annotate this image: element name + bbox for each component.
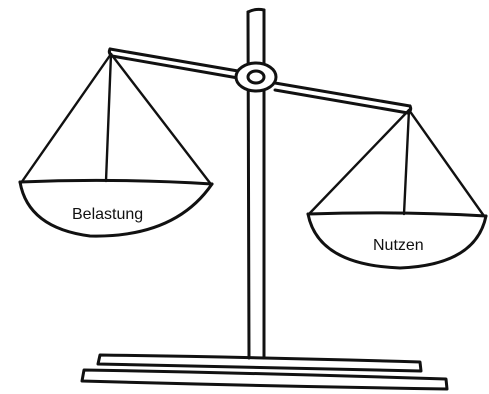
pivot-joint [236, 63, 276, 91]
left-pan-label: Belastung [72, 206, 143, 223]
scale-base [82, 355, 447, 389]
right-pan-label: Nutzen [373, 237, 424, 254]
